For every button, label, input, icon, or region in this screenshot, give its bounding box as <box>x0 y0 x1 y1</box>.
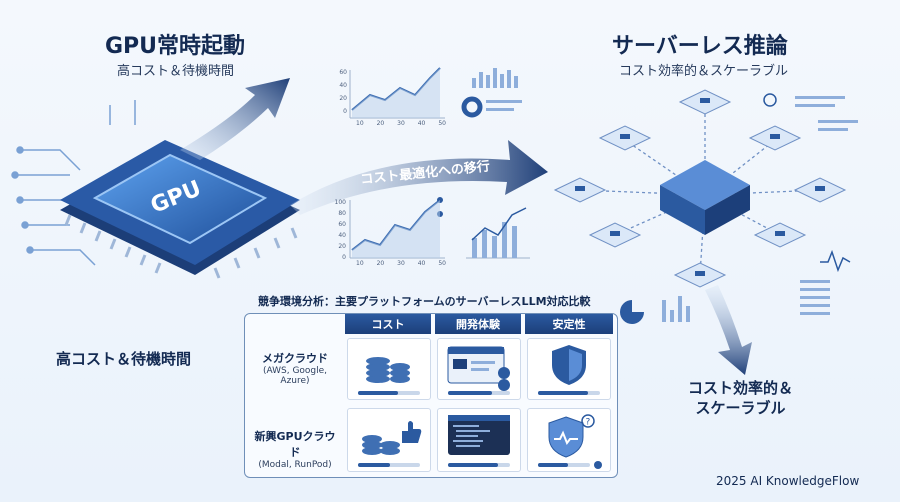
bottom-chart-x-ticks: 10 20 30 40 50 <box>356 260 446 267</box>
coin-thumbsup-icon <box>358 421 422 467</box>
row-mega-cloud: メガクラウド (AWS, Google, Azure) <box>249 350 341 386</box>
bottom-y-tick-3: 40 <box>338 232 346 239</box>
transition-arrow <box>290 140 548 215</box>
top-chart-y-ticks: 60 40 20 0 <box>333 66 347 118</box>
row-mega-cloud-name: メガクラウド <box>262 352 328 365</box>
cell-emerging-cost <box>347 408 431 472</box>
svg-text:?: ? <box>586 418 591 428</box>
middle-left-label: 高コスト＆待機時間 <box>56 350 192 368</box>
right-subtitle: コスト効率的＆スケーラブル <box>619 64 789 79</box>
comparison-table: コスト 開発体験 安定性 メガクラウド (AWS, Google, Azure) <box>244 313 618 478</box>
bottom-y-tick-2: 60 <box>338 221 346 228</box>
top-x-tick-2: 30 <box>397 120 405 127</box>
cell-mega-stability <box>527 338 611 400</box>
row-emerging-name: 新興GPUクラウド <box>254 430 336 459</box>
top-x-tick-3: 40 <box>417 120 426 127</box>
top-y-tick-3: 0 <box>343 108 347 115</box>
row-emerging-detail: (Modal, RunPod) <box>258 460 332 470</box>
top-x-tick-1: 20 <box>376 120 385 127</box>
table-title: 競争環境分析：主要プラットフォームのサーバーレスLLM対応比較 <box>258 295 591 308</box>
server-nodes <box>553 89 847 288</box>
cell-mega-cost <box>347 338 431 400</box>
donut-widget <box>461 96 522 118</box>
header-stability: 安定性 <box>525 314 613 334</box>
bottom-line-chart <box>349 197 445 259</box>
dev-window-icon <box>447 346 510 395</box>
top-chart-x-ticks: 10 20 30 40 50 <box>356 120 446 127</box>
right-bottom-label-line2: スケーラブル <box>695 399 786 417</box>
circuit-traces <box>11 100 136 266</box>
bottom-x-tick-1: 20 <box>376 260 385 267</box>
top-y-tick-1: 40 <box>339 82 347 89</box>
top-y-tick-2: 20 <box>339 95 347 102</box>
bottom-x-tick-4: 50 <box>438 260 446 267</box>
down-arrow <box>705 285 752 375</box>
top-bar-widget <box>472 68 518 88</box>
header-cost: コスト <box>345 314 431 334</box>
footer-credit: 2025 AI KnowledgeFlow <box>716 474 860 488</box>
coin-stack-icon <box>358 357 420 395</box>
right-bottom-label-line1: コスト効率的＆ <box>688 379 794 397</box>
cell-emerging-dev <box>437 408 521 472</box>
shield-question-icon: ? <box>538 414 602 469</box>
bottom-chart-y-ticks: 100 80 60 40 20 0 <box>332 197 346 263</box>
cell-mega-dev <box>437 338 521 400</box>
bottom-bar-widget <box>466 207 530 259</box>
bottom-y-tick-1: 80 <box>338 210 346 217</box>
top-x-tick-4: 50 <box>438 120 446 127</box>
top-x-tick-0: 10 <box>356 120 364 127</box>
row-emerging-gpu-cloud: 新興GPUクラウド (Modal, RunPod) <box>249 428 341 470</box>
right-widgets <box>620 93 858 324</box>
gpu-chip <box>60 140 300 279</box>
bottom-y-tick-4: 20 <box>338 243 346 250</box>
left-title: GPU常時起動 <box>105 34 246 59</box>
row-mega-cloud-detail: (AWS, Google, Azure) <box>262 366 328 386</box>
bottom-x-tick-2: 30 <box>397 260 405 267</box>
right-title: サーバーレス推論 <box>612 34 788 59</box>
bottom-y-tick-5: 0 <box>342 254 346 261</box>
code-editor-icon <box>448 415 510 467</box>
bottom-y-tick-0: 100 <box>334 199 346 206</box>
bottom-x-tick-0: 10 <box>356 260 364 267</box>
header-dev-experience: 開発体験 <box>435 314 521 334</box>
top-line-chart <box>349 67 445 119</box>
left-subtitle: 高コスト＆待機時間 <box>117 64 235 79</box>
shield-icon <box>538 345 600 395</box>
top-y-tick-0: 60 <box>339 69 347 76</box>
bottom-x-tick-3: 40 <box>417 260 426 267</box>
up-arrow <box>180 78 290 160</box>
right-bottom-label: コスト効率的＆ スケーラブル <box>688 378 793 418</box>
cell-emerging-stability: ? <box>527 408 611 472</box>
